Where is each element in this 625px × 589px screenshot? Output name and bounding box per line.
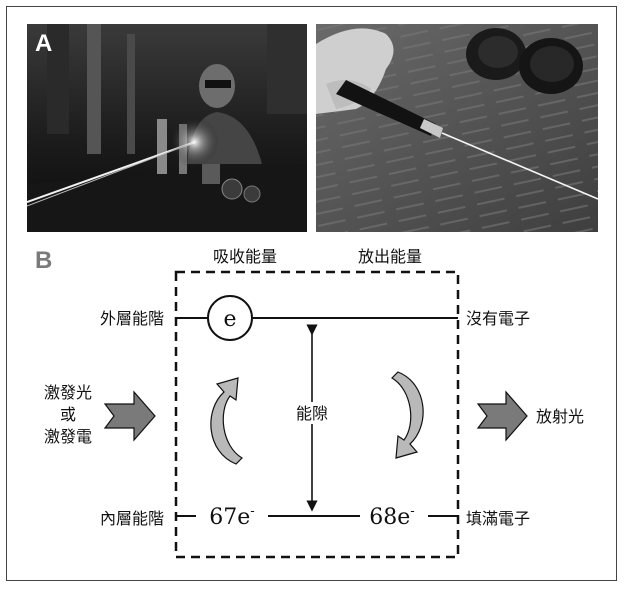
- laser-pointer-photo: [316, 24, 598, 232]
- emit-curved-arrow-icon: [391, 371, 424, 459]
- emitted-light-label: 放射光: [536, 407, 584, 426]
- inner-left-value: 67e-: [209, 504, 254, 530]
- electron-circle: [207, 295, 253, 341]
- laser-lab-photo: [27, 24, 307, 232]
- electron-symbol: e: [223, 307, 236, 332]
- excitation-label-line3: 激發電: [44, 427, 92, 446]
- panel-a-letter: A: [35, 30, 53, 57]
- excitation-label-line1: 激發光: [44, 383, 92, 402]
- emit-energy-label: 放出能量: [358, 247, 422, 266]
- outer-level-label: 外層能階: [100, 309, 164, 328]
- absorb-curved-arrow-icon: [210, 377, 243, 465]
- panel-b-letter: B: [35, 247, 52, 274]
- absorb-energy-label: 吸收能量: [213, 247, 277, 266]
- excitation-label-line2: 或: [60, 405, 76, 424]
- dashed-boundary-box: [174, 270, 460, 559]
- inner-level-label: 內層能階: [100, 509, 164, 528]
- excitation-arrow-icon: [103, 390, 156, 442]
- filled-electron-label: 填滿電子: [466, 509, 530, 528]
- emission-arrow-icon: [476, 390, 528, 442]
- inner-right-value: 68e-: [369, 504, 414, 530]
- no-electron-label: 沒有電子: [466, 309, 530, 328]
- figure-frame: [6, 6, 617, 581]
- energy-gap-label: 能隙: [296, 404, 328, 423]
